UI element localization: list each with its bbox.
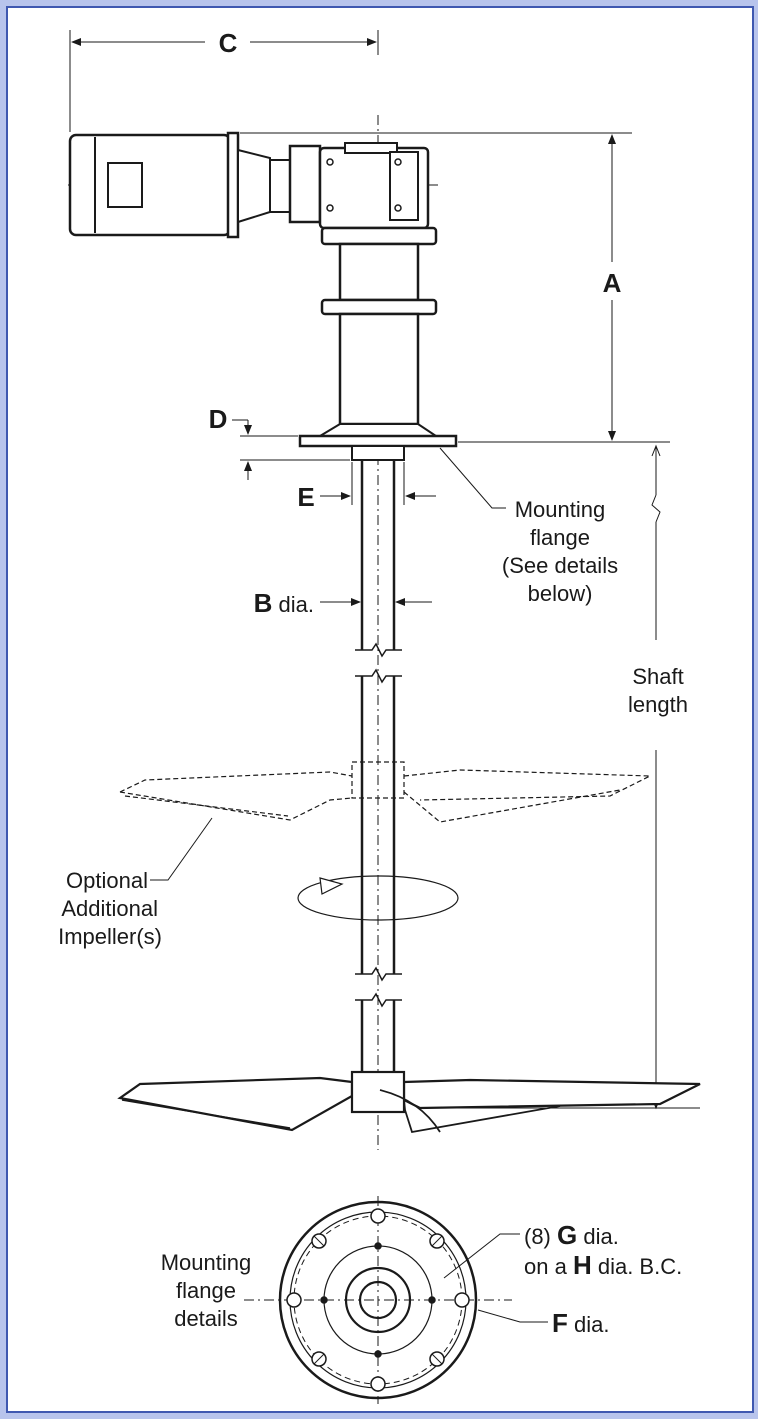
middle-flange <box>320 298 438 316</box>
bolt-hole <box>286 1292 302 1308</box>
label-a: A <box>603 268 622 298</box>
impeller-hub <box>350 1070 406 1114</box>
g-leader <box>443 1233 520 1279</box>
shaft-break-1 <box>355 642 402 658</box>
column-base <box>316 423 440 437</box>
optional-label-1: Optional <box>66 868 148 893</box>
shaft-length-label-1: Shaft <box>632 664 683 689</box>
upper-flange <box>320 226 438 246</box>
upper-column <box>338 242 420 302</box>
mount-label-1: Mounting <box>515 497 606 522</box>
f-leader <box>477 1309 548 1323</box>
mounting-flange <box>298 434 458 448</box>
details-label-2: flange <box>176 1278 236 1303</box>
rotation-ellipse <box>297 875 459 921</box>
shaft-break-2 <box>355 668 402 684</box>
gearbox-face <box>389 151 419 221</box>
mount-label-4: below) <box>528 581 593 606</box>
bolt-hole <box>370 1376 386 1392</box>
label-c: C <box>219 28 238 58</box>
optional-leader <box>150 817 213 881</box>
shaft-break-4 <box>355 992 402 1008</box>
coupling <box>269 159 291 213</box>
label-e: E <box>297 482 314 512</box>
mount-label-3: (See details <box>502 553 618 578</box>
f-label: F dia. <box>552 1308 609 1338</box>
g-label: (8) G dia. <box>524 1220 619 1250</box>
gearbox-cap <box>344 142 398 154</box>
details-label-3: details <box>174 1306 238 1331</box>
h-label: on a H dia. B.C. <box>524 1250 682 1280</box>
label-b: B dia. <box>254 588 314 618</box>
bolt-hole <box>454 1292 470 1308</box>
motor-adapter <box>237 148 271 224</box>
optional-label-3: Impeller(s) <box>58 924 162 949</box>
mount-label-2: flange <box>530 525 590 550</box>
label-d: D <box>209 404 228 434</box>
shaft-collar <box>351 445 405 461</box>
details-label-1: Mounting <box>161 1250 252 1275</box>
main-impeller <box>117 1070 701 1134</box>
optional-label-2: Additional <box>61 896 158 921</box>
flange-detail-view <box>244 1196 548 1404</box>
shaft-length-label-2: length <box>628 692 688 717</box>
gear-input <box>288 144 322 224</box>
rotation-arrowhead <box>319 877 344 895</box>
motor-junction-box <box>107 162 143 208</box>
optional-impeller <box>119 761 651 823</box>
mount-leader <box>439 447 506 509</box>
motor-flange-plate <box>226 131 240 239</box>
shaft-length-break <box>651 494 661 523</box>
lower-column <box>338 312 420 426</box>
shaft-break-3 <box>355 966 402 982</box>
bolt-hole <box>370 1208 386 1224</box>
